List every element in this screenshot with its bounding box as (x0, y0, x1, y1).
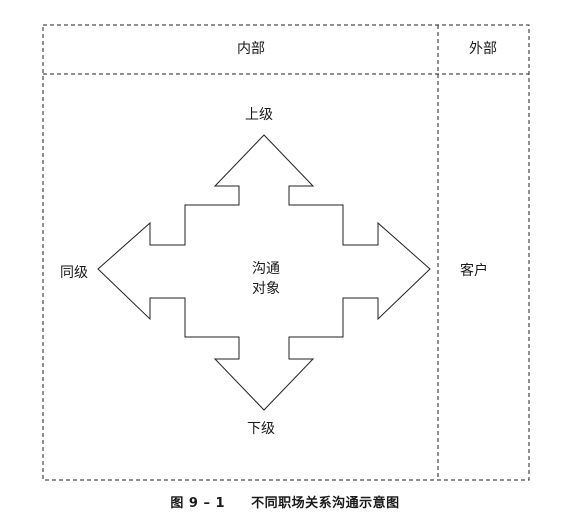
external-party-label: 客户 (460, 263, 488, 279)
direction-down-label: 下级 (247, 421, 275, 437)
figure-title: 不同职场关系沟通示意图 (251, 496, 400, 511)
header-external-label: 外部 (469, 41, 497, 57)
center-label-line2: 对象 (252, 281, 280, 297)
center-label: 沟通 对象 (236, 259, 296, 299)
four-way-arrow (97, 134, 431, 411)
direction-left-label: 同级 (60, 265, 88, 281)
outer-frame (42, 24, 530, 481)
figure-caption: 图 9 – 1 不同职场关系沟通示意图 (0, 492, 570, 511)
header-internal-label: 内部 (237, 41, 265, 57)
center-label-line1: 沟通 (252, 261, 280, 277)
direction-up-label: 上级 (245, 107, 273, 123)
figure-number: 图 9 – 1 (170, 496, 226, 511)
